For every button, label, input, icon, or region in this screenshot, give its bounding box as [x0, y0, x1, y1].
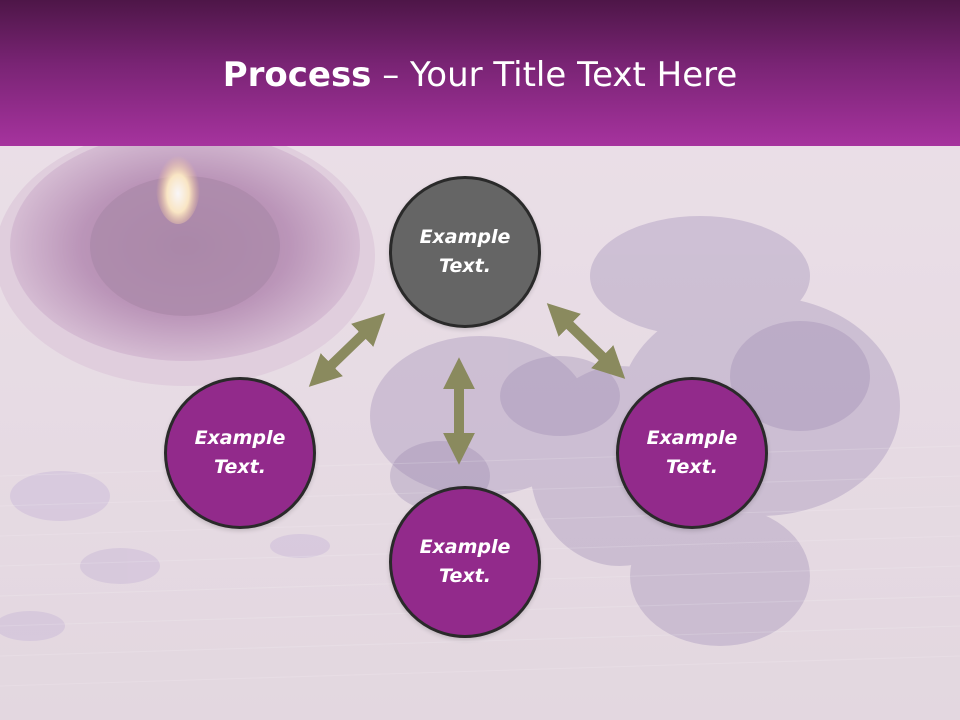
circle-text-left: Example Text. [194, 427, 286, 478]
process-circle-top[interactable]: Example Text. [389, 176, 541, 328]
circle-text-right: Example Text. [646, 427, 738, 478]
process-circle-bottom[interactable]: Example Text. [389, 486, 541, 638]
circle-text-bottom: Example Text. [419, 536, 511, 587]
slide-title[interactable]: Process – Your Title Text Here [0, 50, 960, 100]
process-circle-left[interactable]: Example Text. [164, 377, 316, 529]
title-bold: Process [222, 55, 372, 95]
process-circle-right[interactable]: Example Text. [616, 377, 768, 529]
circle-text-top: Example Text. [419, 226, 511, 277]
title-bar: Process – Your Title Text Here [0, 0, 960, 146]
title-rest: – Your Title Text Here [371, 55, 738, 95]
